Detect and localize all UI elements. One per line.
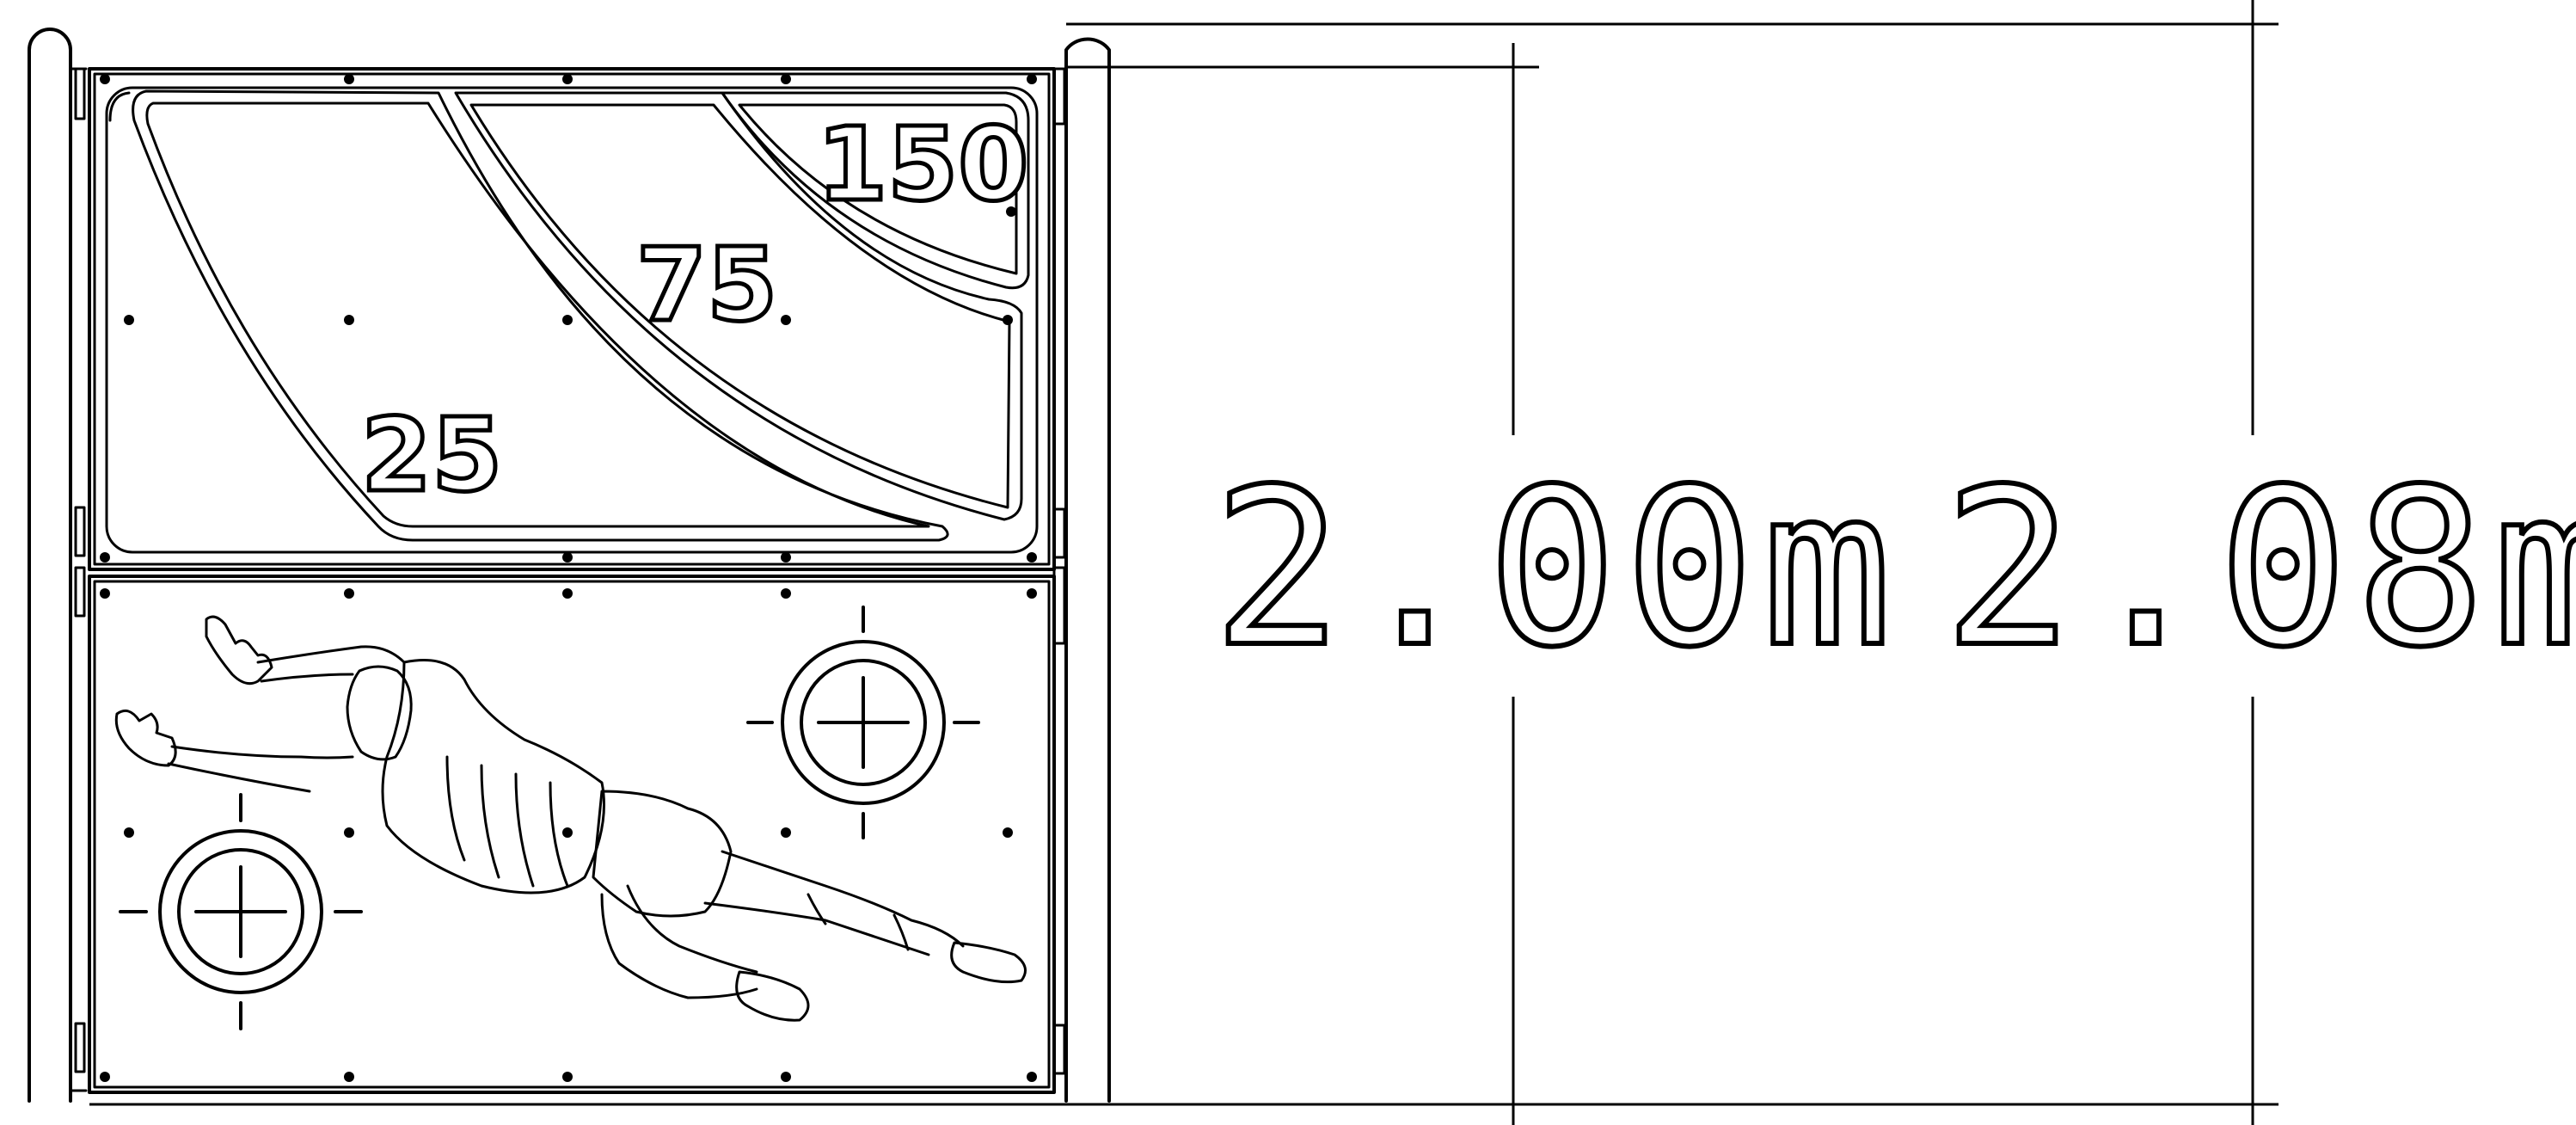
crosshair-target-icon [746,606,980,839]
left-post [28,28,88,1103]
right-post [1052,37,1111,1103]
dimension-2-08m-label: 2.08m [1943,443,2576,695]
score-75-label: 75 [636,225,777,344]
dimension-2-00m-label: 2.00m [1212,443,1899,695]
bottom-goalkeeper-panel [88,575,1056,1094]
score-25-label: 25 [361,396,502,514]
dimension-lines [89,0,2279,1125]
crosshair-target-icon [119,793,363,1030]
score-150-label: 150 [817,105,1028,224]
diving-goalkeeper-icon [114,615,1027,1022]
top-scoring-panel: 150 75 25 [88,67,1056,571]
